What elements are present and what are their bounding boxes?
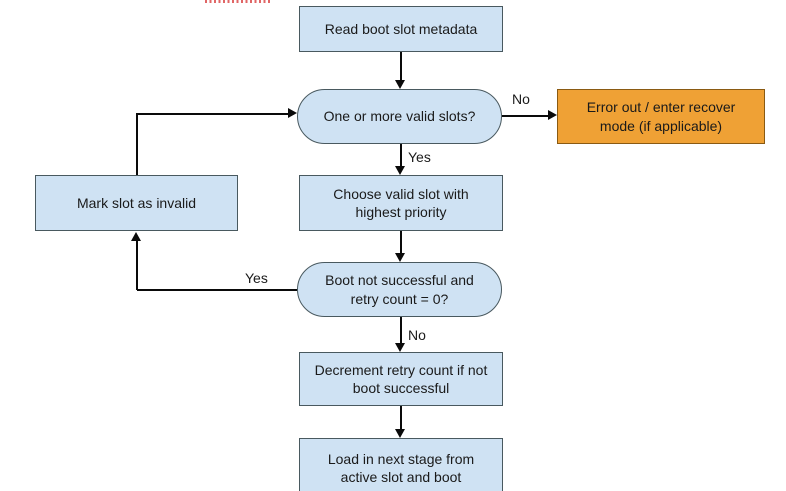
red-dashed-marks (205, 0, 271, 3)
node-mark-slot-invalid: Mark slot as invalid (35, 175, 238, 231)
edge-label-yes: Yes (408, 149, 431, 165)
edge-line (136, 241, 138, 290)
edge-line (502, 115, 548, 117)
edge-label-no: No (512, 91, 530, 107)
edge-line (400, 406, 402, 430)
edge-label-no: No (408, 327, 426, 343)
arrowhead-down-icon (395, 343, 405, 352)
edge-line (137, 289, 297, 291)
edge-line (136, 114, 138, 175)
edge-line (136, 113, 288, 115)
node-error-out-recover-mode: Error out / enter recover mode (if appli… (557, 89, 765, 144)
edge-line (400, 144, 402, 167)
node-choose-valid-slot: Choose valid slot with highest priority (299, 175, 503, 231)
edge-line (400, 231, 402, 254)
node-decision-boot-retry: Boot not successful and retry count = 0? (297, 262, 502, 317)
edge-line (400, 52, 402, 81)
arrowhead-right-icon (548, 110, 557, 120)
node-load-next-stage: Load in next stage from active slot and … (299, 438, 503, 491)
arrowhead-down-icon (395, 166, 405, 175)
node-decrement-retry-count: Decrement retry count if not boot succes… (299, 352, 503, 406)
arrowhead-right-icon (288, 108, 297, 118)
node-decision-valid-slots: One or more valid slots? (297, 89, 502, 144)
node-read-boot-slot-metadata: Read boot slot metadata (299, 6, 503, 52)
arrowhead-down-icon (395, 429, 405, 438)
arrowhead-up-icon (131, 232, 141, 241)
edge-line (400, 317, 402, 344)
arrowhead-down-icon (395, 80, 405, 89)
edge-label-yes: Yes (245, 270, 268, 286)
arrowhead-down-icon (395, 253, 405, 262)
